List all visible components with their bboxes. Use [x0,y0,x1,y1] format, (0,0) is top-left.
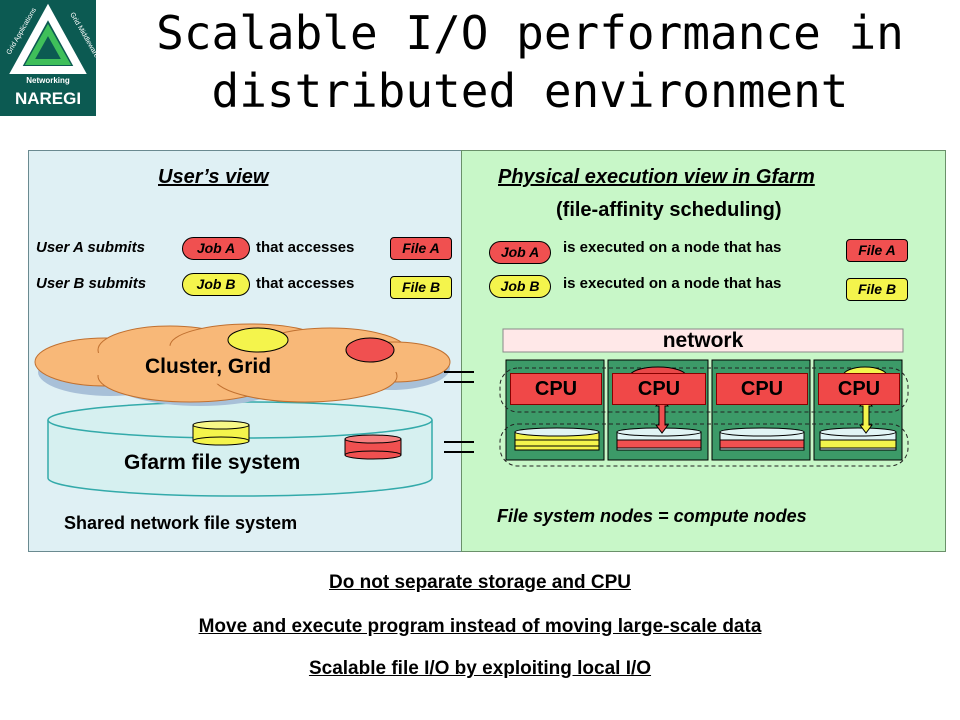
user-a-label: User A submits [36,239,145,256]
cpu-disk-arrow-red [655,397,669,434]
cpu-3-label: CPU [716,373,808,405]
naregi-logo: Grid Applications Grid Middleware Networ… [0,0,96,116]
cpu-1-label: CPU [510,373,602,405]
that-accesses-a: that accesses [256,239,355,256]
equals-sign-top [444,371,474,383]
bottom-line-2: Move and execute program instead of movi… [198,616,762,637]
phys-executed-b: is executed on a node that has [563,275,782,292]
job-a-node [345,337,395,363]
cpu-4-label: CPU [818,373,900,405]
node-disks [514,427,897,451]
that-accesses-b: that accesses [256,275,355,292]
cpu-2-label: CPU [612,373,706,405]
cluster-grid-label: Cluster, Grid [145,355,272,378]
gfarm-cylinder [47,401,433,497]
gfarm-label: Gfarm file system [124,451,301,474]
phys-executed-a: is executed on a node that has [563,239,782,256]
bottom-line-3: Scalable file I/O by exploiting local I/… [308,658,652,679]
phys-file-a-pill: File A [846,239,908,262]
phys-job-a-pill: Job A [489,241,551,264]
shared-nfs-label: Shared network file system [64,513,298,533]
equals-sign-bottom [444,441,474,453]
job-a-pill: Job A [182,237,250,260]
naregi-logo-graphic: Grid Applications Grid Middleware Networ… [6,3,96,108]
yellow-disk-icon [192,420,250,446]
user-b-label: User B submits [36,275,147,292]
file-b-pill: File B [390,276,452,299]
phys-file-b-pill: File B [846,278,908,301]
cpu-disk-arrow-yellow [859,397,873,434]
logo-name: NAREGI [15,89,81,108]
fs-nodes-footer: File system nodes = compute nodes [497,506,807,526]
red-disk-icon [344,434,402,460]
file-a-pill: File A [390,237,452,260]
user-b-submits-text: User B submits [36,275,146,292]
phys-job-b-pill: Job B [489,275,551,298]
network-bar [502,328,904,353]
slide-title: Scalable I/O performance in distributed … [110,4,950,120]
network-label: network [662,329,744,352]
job-b-node [227,327,289,353]
bottom-line-1: Do not separate storage and CPU [329,572,631,593]
job-b-pill: Job B [182,273,250,296]
logo-networking: Networking [26,76,70,85]
physical-view-subheading: (file-affinity scheduling) [556,199,782,221]
title-line-1: Scalable I/O performance in [156,6,904,60]
title-line-2: distributed environment [211,64,849,118]
users-view-heading: User’s view [158,166,269,188]
physical-view-heading: Physical execution view in Gfarm [498,166,815,188]
user-a-submits-text: User A submits [36,239,145,256]
